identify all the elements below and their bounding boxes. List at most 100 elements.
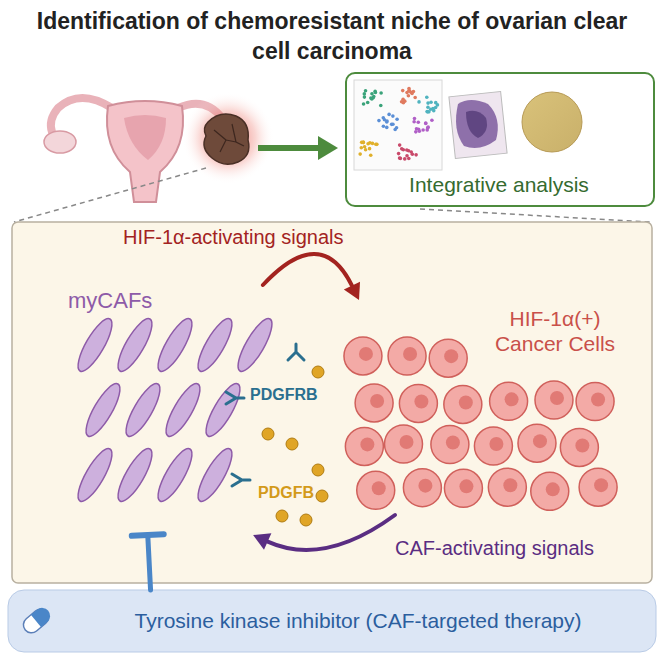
cancer-cell — [403, 469, 441, 507]
green-arrow — [258, 136, 338, 160]
PDGFRB-receptor — [226, 344, 304, 486]
cancer-cell — [385, 425, 423, 463]
node-label: Tyrosine kinase inhibitor (CAF-targeted … — [68, 608, 648, 633]
cancer-cell — [444, 385, 482, 423]
scatter-dot — [407, 87, 411, 91]
scatter-dot — [398, 156, 402, 160]
scatter-dot — [417, 100, 421, 104]
cell-nucleus — [403, 347, 417, 361]
arrow-head — [344, 282, 360, 300]
scatter-dot — [371, 142, 375, 146]
cell-nucleus — [360, 437, 374, 451]
scatter-dot — [358, 152, 362, 156]
scatter-dot — [417, 120, 421, 124]
node-label: HIF-1α(+) Cancer Cells — [485, 306, 625, 356]
scatter-dot — [424, 121, 428, 125]
scatter-dot — [412, 120, 416, 124]
scatter-dot — [421, 128, 425, 132]
molecule-label: PDGFRB — [250, 386, 318, 404]
cancer-cell — [488, 468, 526, 506]
scatter-dot — [410, 92, 414, 96]
signal-arrow — [263, 254, 360, 300]
scatter-dot — [361, 140, 365, 144]
cancer-cell — [579, 468, 617, 506]
scatter-dot — [391, 122, 395, 126]
cancer-cell — [355, 384, 393, 422]
scatter-dot — [397, 152, 401, 156]
title: Identification of chemoresistant niche o… — [20, 6, 644, 66]
scatter-dot — [426, 101, 430, 105]
arrow-head — [253, 533, 271, 549]
spindle-cell — [112, 315, 158, 376]
dashed-line — [420, 209, 650, 222]
therapy-bar: Tyrosine kinase inhibitor (CAF-targeted … — [8, 590, 656, 652]
scatter-dot — [379, 91, 383, 95]
scatter-dot — [407, 157, 411, 161]
myCAF-cells — [72, 315, 278, 506]
scatter-dot — [370, 92, 374, 96]
inhibition-bar — [132, 534, 164, 536]
cell-nucleus — [446, 436, 460, 450]
box-ground — [345, 72, 653, 207]
scatter-dot — [398, 143, 402, 147]
cancer-cell — [388, 337, 426, 375]
scatter-dot — [395, 117, 399, 121]
connector-line — [268, 515, 395, 550]
pill-icon — [20, 605, 53, 637]
tissue-image — [449, 91, 507, 158]
scatter-dot — [409, 150, 413, 154]
uterus-illustration — [44, 92, 274, 202]
scatter-dot — [383, 118, 387, 122]
cell-nucleus — [414, 394, 428, 408]
edge-label: CAF-activating signals — [392, 537, 597, 560]
scatter-dot — [371, 96, 375, 100]
spindle-cell — [152, 315, 198, 376]
scatter-dot — [403, 99, 407, 103]
cell-nucleus — [575, 438, 589, 452]
scatter-dot — [424, 122, 428, 126]
cell-nucleus — [594, 478, 608, 492]
edge-label: HIF-1α-activating signals — [120, 226, 347, 249]
cancer-cell — [344, 337, 382, 375]
scatter-dot — [385, 126, 389, 130]
cell-nucleus — [533, 434, 547, 448]
node-label: Integrative analysis — [347, 172, 651, 197]
cell-nucleus — [459, 395, 473, 409]
scatter-dot — [400, 100, 404, 104]
spindle-cell — [232, 315, 278, 376]
cell-group: HIF-1α(+) Cancer Cells — [335, 300, 635, 515]
scatter-dot — [425, 128, 429, 132]
scatter-dot — [417, 127, 421, 131]
cell-nucleus — [550, 391, 564, 405]
cell-nucleus — [400, 435, 414, 449]
scatter-plot — [354, 80, 442, 170]
node-label: myCAFs — [68, 288, 152, 314]
scatter-dot — [413, 117, 417, 121]
cancer-cell — [560, 428, 598, 466]
cell-nucleus — [591, 393, 605, 407]
cell-nucleus — [459, 479, 473, 493]
scatter-dot — [364, 148, 368, 152]
cancer-cell — [444, 469, 482, 507]
spindle-cell — [160, 380, 206, 441]
scatter-dot — [363, 95, 367, 99]
scatter-dot — [364, 89, 368, 93]
signal-arrow — [132, 534, 164, 590]
scatter-dot — [368, 147, 372, 151]
cell-nucleus — [372, 481, 386, 495]
cancer-cell — [357, 471, 395, 509]
scatter-dot — [363, 92, 367, 96]
scatter-dot — [363, 145, 367, 149]
cancer-cell — [531, 472, 569, 510]
cancer-cell — [399, 384, 437, 422]
scatter-dot — [369, 153, 373, 157]
cell-nucleus — [370, 394, 384, 408]
main-panel — [12, 222, 652, 583]
scatter-dot — [434, 106, 438, 110]
molecule-label: PDGFB — [258, 484, 314, 502]
connector-line — [148, 535, 151, 590]
bar-ground — [8, 590, 656, 652]
scatter-dot — [374, 142, 378, 146]
